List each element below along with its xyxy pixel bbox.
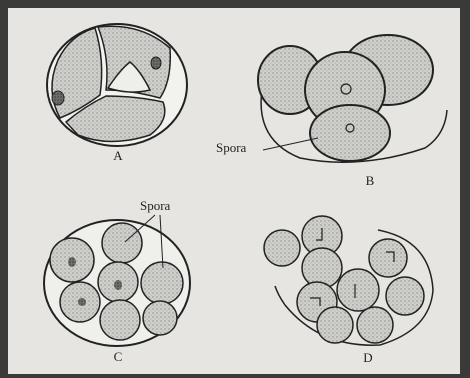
panel-c-spore-4 (141, 262, 183, 304)
panel-c-label: C (114, 349, 123, 364)
panel-c-nucleus-1 (68, 257, 76, 267)
panel-d-spore-4 (369, 239, 407, 277)
panel-d-spore-9 (357, 307, 393, 343)
panel-c-nucleus-3 (114, 280, 122, 290)
panel-a-nucleus-right (151, 57, 161, 69)
panel-d-spore-8 (317, 307, 353, 343)
panel-d-label: D (363, 350, 372, 365)
panel-b: Spora B (216, 35, 447, 188)
panel-d-spore-1 (264, 230, 300, 266)
panel-a-nucleus-left (52, 91, 64, 105)
panel-c-nucleus-5 (78, 298, 86, 306)
panel-a-label: A (113, 148, 123, 163)
panel-a: A (47, 24, 187, 163)
panel-b-spora-pointer (263, 138, 318, 150)
panel-c-spore-6 (100, 300, 140, 340)
panel-c-spore-7 (143, 301, 177, 335)
panel-c-spora-label: Spora (140, 198, 171, 213)
panel-c-spore-2 (102, 223, 142, 263)
panel-d-spore-6 (337, 269, 379, 311)
panel-b-label: B (366, 173, 375, 188)
panel-c: Spora C (44, 198, 190, 364)
panel-d: D (264, 216, 433, 365)
panel-b-spora-label: Spora (216, 140, 247, 155)
panel-b-spore-4 (310, 105, 390, 161)
panel-d-spore-7 (386, 277, 424, 315)
